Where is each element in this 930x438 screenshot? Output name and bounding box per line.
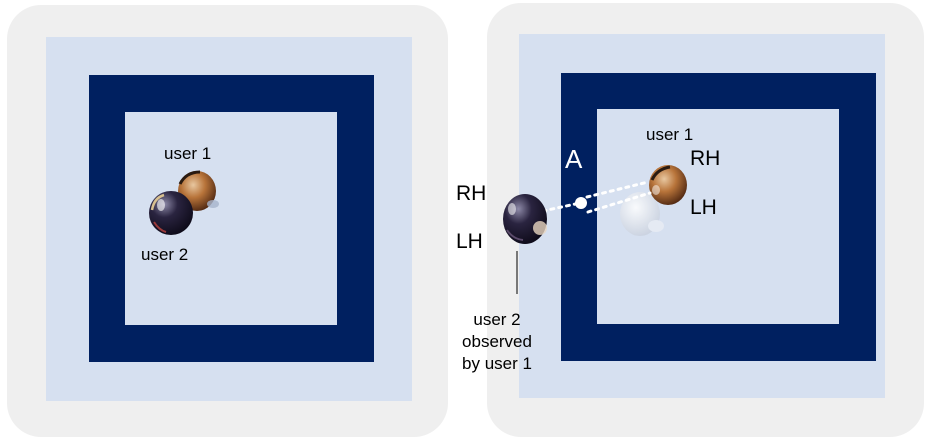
point-a-marker	[575, 197, 587, 209]
caption-line-3: by user 1	[462, 354, 532, 373]
right-user2-rh-label: RH	[456, 182, 487, 205]
dotted-line-lh-lower	[586, 191, 652, 214]
right-ghost-head-icon	[620, 192, 664, 236]
left-user2-label: user 2	[141, 245, 189, 264]
right-user1-label: user 1	[646, 125, 694, 144]
caption-line-2: observed	[462, 332, 532, 351]
right-user1-lh-label: LH	[690, 196, 717, 219]
right-user2-head-icon	[503, 194, 547, 244]
right-user1-rh-label: RH	[690, 147, 721, 170]
right-user1-head-icon	[649, 165, 687, 205]
dotted-line-to-user2	[541, 201, 582, 213]
user2-observed-caption: user 2 observed by user 1	[437, 309, 557, 375]
left-user1-label: user 1	[164, 144, 212, 163]
point-a-label: A	[565, 144, 583, 174]
dotted-line-rh-upper	[585, 180, 650, 199]
caption-line-1: user 2	[473, 310, 521, 329]
left-user2-head-icon	[149, 191, 193, 235]
right-user2-lh-label: LH	[456, 230, 483, 253]
